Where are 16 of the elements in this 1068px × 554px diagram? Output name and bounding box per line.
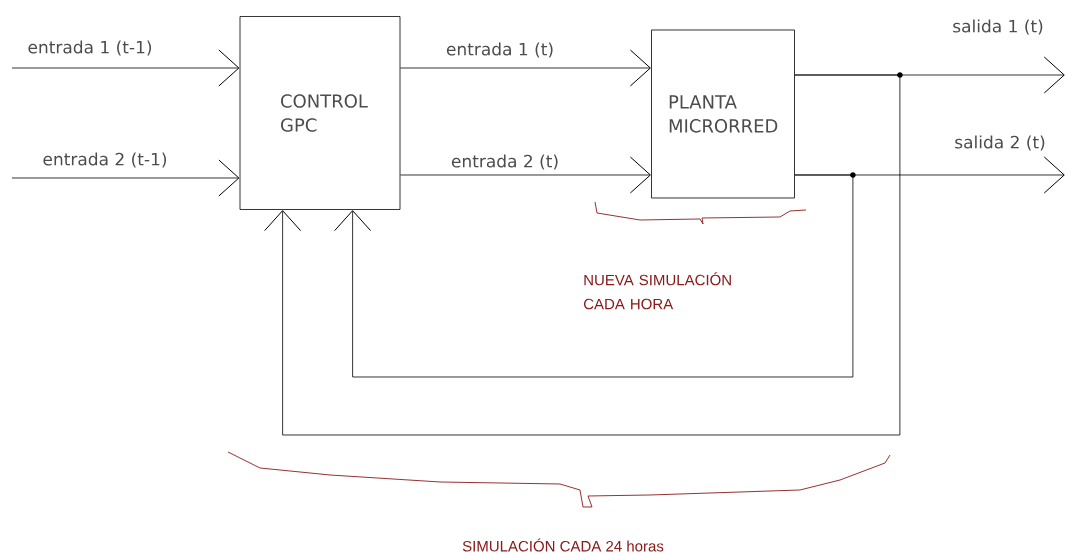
arrow [11, 49, 240, 87]
edge-label: entrada 1 (t-1) [26, 39, 154, 57]
edge-label: salida 1 (t) [951, 18, 1045, 36]
arrow [400, 49, 651, 87]
edge-label: entrada 2 (t) [449, 153, 561, 171]
arrow [264, 74, 901, 436]
block-box: CONTROL GPC [239, 16, 401, 210]
edge-label: salida 2 (t) [953, 134, 1047, 152]
block-box: PLANTA MICRORRED [651, 29, 795, 199]
arrow [400, 156, 651, 194]
note-text: SIMULACIÓN CADA 24 horas [462, 538, 664, 552]
arrow [11, 159, 240, 197]
edge-label: entrada 2 (t-1) [41, 151, 169, 169]
arrow [334, 174, 854, 378]
note-text: NUEVA SIMULACIÓN CADA HORA [583, 272, 731, 310]
edge-label: entrada 1 (t) [444, 41, 556, 59]
